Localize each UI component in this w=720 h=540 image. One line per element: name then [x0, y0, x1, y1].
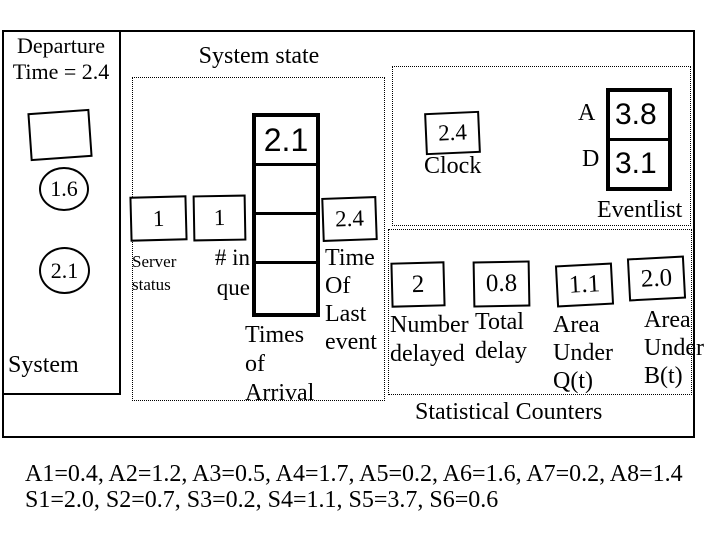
area-under-bt-value: 2.0	[640, 263, 673, 293]
customer-circle-top: 1.6	[39, 167, 89, 211]
time-of-last-event-line3: Last	[325, 301, 367, 327]
eventlist-key-departure: D	[582, 146, 600, 172]
eventlist-key-arrival: A	[578, 100, 596, 126]
number-delayed-line2: delayed	[390, 341, 465, 367]
total-delay-label: Total delay	[475, 308, 527, 366]
time-of-last-event-label: Time Of Last event	[325, 244, 377, 356]
in-service-customer-box	[27, 108, 93, 162]
number-delayed-value: 2	[411, 270, 425, 298]
eventlist-table: 3.8 3.1	[606, 88, 672, 191]
area-under-qt-line3: Q(t)	[553, 368, 593, 394]
number-delayed-label: Number delayed	[390, 311, 469, 369]
stack-cell-4	[256, 264, 316, 313]
server-status-label: Server status	[132, 250, 176, 296]
area-under-bt-line2: Under	[644, 335, 704, 361]
area-under-bt-value-box: 2.0	[626, 255, 687, 302]
times-of-arrival-line2: of	[245, 351, 265, 377]
system-state-title: System state	[198, 43, 320, 69]
number-in-queue-value-box: 1	[192, 194, 247, 242]
area-under-bt-line1: Area	[644, 307, 691, 333]
number-in-queue-label: # in que	[200, 243, 250, 303]
statistical-counters-title: Statistical Counters	[415, 399, 603, 425]
area-under-qt-value: 1.1	[568, 270, 601, 299]
total-delay-value-box: 0.8	[472, 260, 531, 308]
area-under-bt-label: Area Under B(t)	[644, 306, 704, 390]
server-status-value: 1	[152, 205, 165, 231]
time-of-last-event-value-box: 2.4	[321, 196, 378, 242]
number-delayed-value-box: 2	[390, 261, 446, 308]
area-under-qt-value-box: 1.1	[554, 262, 615, 308]
arrival-times-line: A1=0.4, A2=1.2, A3=0.5, A4=1.7, A5=0.2, …	[25, 461, 683, 487]
total-delay-value: 0.8	[485, 269, 518, 298]
eventlist-arrival-value: 3.8	[610, 92, 668, 141]
area-under-qt-label: Area Under Q(t)	[553, 311, 613, 395]
footer-times: A1=0.4, A2=1.2, A3=0.5, A4=1.7, A5=0.2, …	[25, 461, 683, 513]
stack-cell-2	[256, 166, 316, 215]
clock-eventlist-box	[392, 66, 691, 226]
times-of-arrival-label: Times of Arrival	[245, 321, 314, 408]
total-delay-line2: delay	[475, 338, 527, 364]
time-of-last-event-line2: Of	[325, 273, 351, 299]
times-of-arrival-line1: Times	[245, 322, 305, 348]
number-in-queue-value: 1	[213, 204, 226, 231]
eventlist-title: Eventlist	[597, 197, 683, 223]
system-label: System	[8, 352, 79, 378]
clock-label: Clock	[424, 153, 482, 179]
departure-time-label: Departure Time = 2.4	[4, 33, 118, 85]
diagram-frame	[2, 30, 695, 438]
number-in-queue-label-line1: # in	[214, 245, 250, 270]
time-of-last-event-line1: Time	[325, 245, 375, 271]
time-of-last-event-value: 2.4	[334, 205, 365, 232]
departure-time-line1: Departure	[17, 33, 105, 58]
area-under-bt-line3: B(t)	[644, 363, 683, 389]
area-under-qt-line1: Area	[553, 312, 600, 338]
times-of-arrival-line3: Arrival	[245, 380, 315, 406]
eventlist-departure-value: 3.1	[615, 147, 657, 180]
customer-circle-bottom: 2.1	[39, 247, 90, 294]
server-status-value-box: 1	[129, 195, 188, 242]
service-times-line: S1=2.0, S2=0.7, S3=0.2, S4=1.1, S5=3.7, …	[25, 487, 499, 513]
total-delay-line1: Total	[475, 309, 524, 335]
server-status-label-line2: status	[132, 275, 171, 294]
clock-value-box: 2.4	[424, 110, 481, 156]
stack-cell-1: 2.1	[256, 117, 316, 166]
statistical-counters-box	[388, 229, 692, 395]
area-under-qt-line2: Under	[553, 340, 613, 366]
time-of-last-event-line4: event	[325, 329, 377, 355]
system-panel-outline	[2, 30, 121, 395]
clock-value: 2.4	[437, 119, 468, 146]
stack-cell-3	[256, 215, 316, 264]
server-status-label-line1: Server	[132, 252, 177, 271]
times-of-arrival-stack: 2.1	[252, 113, 320, 317]
number-delayed-line1: Number	[390, 312, 469, 338]
departure-time-line2: Time = 2.4	[12, 59, 110, 84]
number-in-queue-label-line2: que	[216, 275, 250, 300]
